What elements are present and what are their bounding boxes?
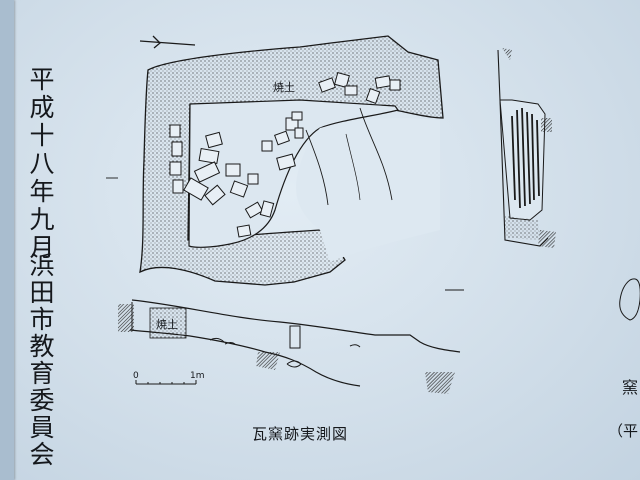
cut-drawing <box>619 278 640 321</box>
scale-one: 1m <box>190 371 205 381</box>
board-frame <box>0 0 14 480</box>
section-label: 焼土 <box>156 318 178 331</box>
date-text: 平成十八年九月 <box>26 66 55 262</box>
drawing-caption: 瓦窯跡実測図 <box>252 425 349 443</box>
north-arrow <box>139 35 196 49</box>
organization-text: 浜田市教育委員会 <box>26 252 55 468</box>
kiln-plan <box>139 35 444 286</box>
guide-lines <box>106 177 464 291</box>
cut-paren-text: （平 <box>608 422 639 440</box>
plan-label: 焼土 <box>273 81 295 94</box>
scale-zero: 0 <box>133 371 139 381</box>
side-section <box>497 48 556 248</box>
kiln-section <box>118 299 461 394</box>
scale-bar <box>135 380 197 385</box>
cut-text: 窯 <box>622 378 639 397</box>
